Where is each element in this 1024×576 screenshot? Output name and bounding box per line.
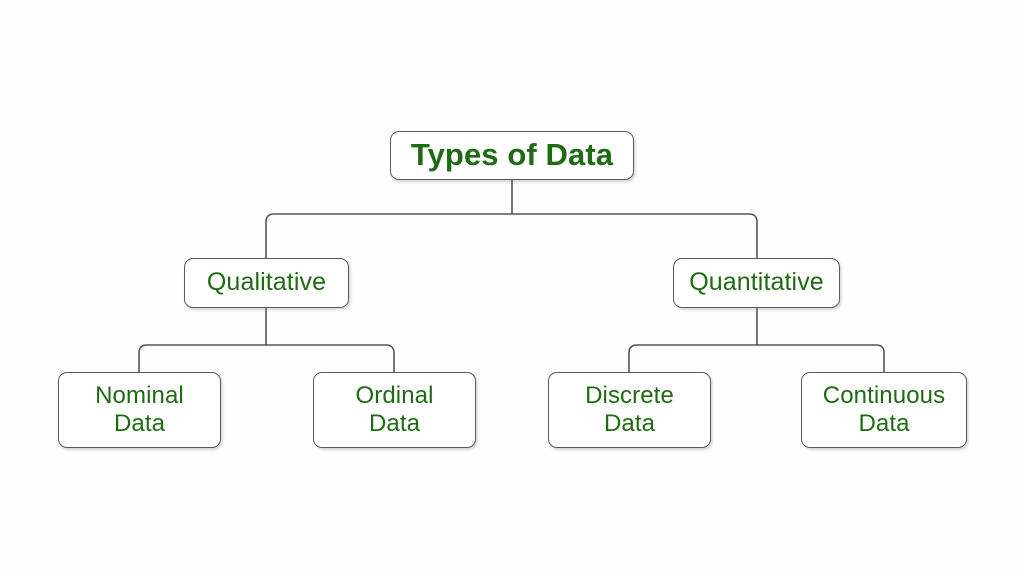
connector-quantitative-to-discrete [628,344,757,372]
node-label-line2: Data [113,410,166,437]
connector-root-to-quantitative [512,213,758,258]
node-label-line2: Data [603,410,656,437]
node-qualitative[interactable]: Qualitative [184,258,349,308]
node-types-of-data[interactable]: Types of Data [390,131,634,180]
node-label-block: Discrete Data [585,382,674,439]
node-label-block: Ordinal Data [355,382,433,439]
connector-root-to-qualitative [265,213,512,258]
node-label-line2: Data [858,410,910,437]
connector-qualitative-to-ordinal [266,344,395,372]
node-label: Qualitative [206,268,327,297]
node-label-block: Nominal Data [95,382,184,439]
connector-quantitative-to-continuous [757,344,885,372]
node-label: Types of Data [410,137,614,173]
node-discrete-data[interactable]: Discrete Data [548,372,711,448]
node-nominal-data[interactable]: Nominal Data [58,372,221,448]
node-label-block: Continuous Data [823,382,945,439]
connector-qualitative-to-nominal [138,344,266,372]
node-label: Quantitative [689,268,824,297]
node-label-line1: Discrete [585,381,674,409]
node-quantitative[interactable]: Quantitative [673,258,840,308]
node-label-line1: Ordinal [355,381,434,409]
node-label-line1: Nominal [95,381,184,409]
node-ordinal-data[interactable]: Ordinal Data [313,372,476,448]
node-label-line2: Data [368,410,421,437]
node-label-line1: Continuous [822,381,946,409]
node-continuous-data[interactable]: Continuous Data [801,372,967,448]
